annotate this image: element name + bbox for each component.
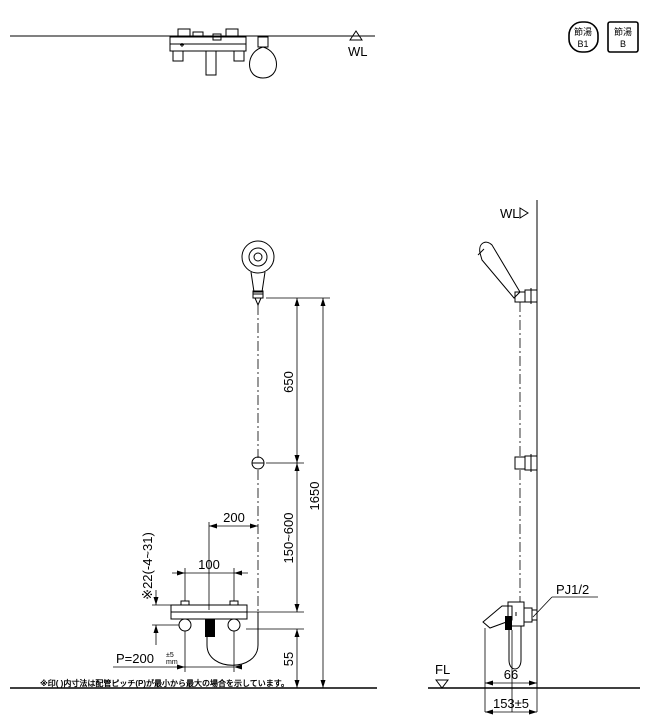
fl-label: FL — [435, 662, 450, 677]
setsuyu-badge-b1: 節湯 B1 — [568, 21, 599, 53]
badge-left-top: 節湯 — [574, 26, 592, 37]
wl-marker-side — [519, 207, 529, 219]
dim-153: 153±5 — [493, 696, 529, 711]
dim-100: 100 — [198, 557, 220, 572]
fl-marker — [435, 679, 449, 689]
footnote: ※印( )内寸法は配管ピッチ(P)が最小から最大の場合を示しています。 — [40, 678, 289, 688]
dim-150-600: 150~600 — [281, 513, 296, 564]
eccentric-fitting-left — [178, 618, 192, 632]
side-elevation: WL PJ1/2 FL — [428, 200, 640, 715]
setsuyu-badge-b: 節湯 B — [607, 21, 639, 53]
shower-head-front — [241, 240, 275, 274]
badge-left-bottom: B1 — [577, 39, 588, 49]
faucet-lever-side — [482, 605, 513, 629]
top-plan-view: WL — [10, 28, 375, 79]
wl-label-side: WL — [500, 206, 520, 221]
wl-marker-top — [349, 30, 363, 41]
dim-22: ※22(-4~31) — [140, 532, 155, 600]
shower-head-plan — [249, 46, 277, 79]
dim-650: 650 — [281, 371, 296, 393]
dim-p200-unit: mm — [166, 659, 178, 666]
shower-holder-side — [514, 291, 526, 303]
front-elevation: 650 150~600 1650 55 200 100 ※22(-4~31) — [10, 240, 377, 689]
slide-holder-side — [514, 456, 526, 470]
hose-side — [508, 626, 522, 670]
badge-right-bottom: B — [620, 39, 626, 49]
spout-front — [205, 619, 215, 637]
spout-plan — [205, 50, 217, 76]
dim-66: 66 — [504, 667, 518, 682]
dim-p200-tol: ±5 — [166, 652, 174, 659]
badge-right-top: 節湯 — [614, 26, 632, 37]
shower-head-side — [479, 241, 521, 299]
handle-right-plan — [225, 28, 239, 38]
dim-55: 55 — [281, 652, 296, 666]
wl-label-top: WL — [348, 44, 368, 59]
dim-p200: P=200 — [116, 651, 154, 666]
pj-label: PJ1/2 — [556, 582, 589, 597]
dim-1650: 1650 — [307, 482, 322, 511]
eccentric-fitting-right — [227, 618, 241, 632]
handle-left-plan — [177, 28, 191, 38]
dim-200: 200 — [223, 510, 245, 525]
hose-loop-front — [206, 612, 259, 666]
